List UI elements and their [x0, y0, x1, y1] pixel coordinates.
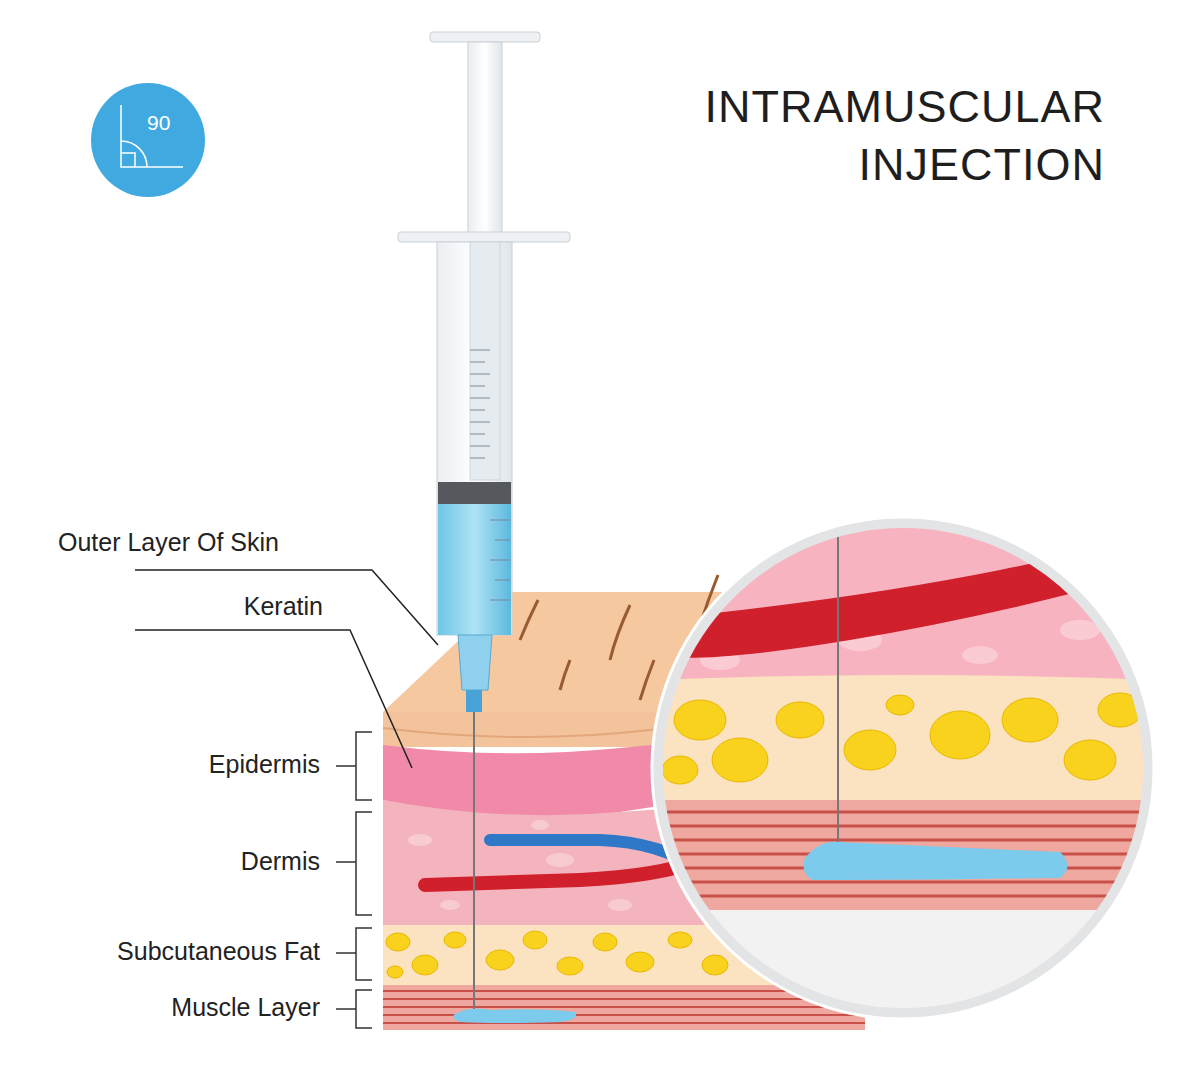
leader-line — [135, 570, 438, 645]
diagram-title: INTRAMUSCULAR INJECTION — [665, 78, 1105, 194]
angle-badge: 90 — [91, 83, 205, 197]
leader-line — [135, 630, 412, 768]
layer-label: Muscle Layer — [171, 993, 320, 1022]
layer-brackets — [336, 732, 372, 1028]
layer-label: Outer Layer Of Skin — [58, 528, 279, 557]
syringe — [398, 32, 576, 1023]
magnifier-ring — [658, 523, 1148, 1013]
magnified-view — [650, 515, 1160, 1025]
layer-label: Subcutaneous Fat — [117, 937, 320, 966]
artery — [425, 860, 700, 885]
angle-symbol — [91, 83, 205, 197]
angle-value: 90 — [147, 111, 170, 135]
muscle-fibres — [383, 991, 865, 1023]
layer-label: Dermis — [241, 847, 320, 876]
layer-label: Epidermis — [209, 750, 320, 779]
layer-label: Keratin — [244, 592, 323, 621]
